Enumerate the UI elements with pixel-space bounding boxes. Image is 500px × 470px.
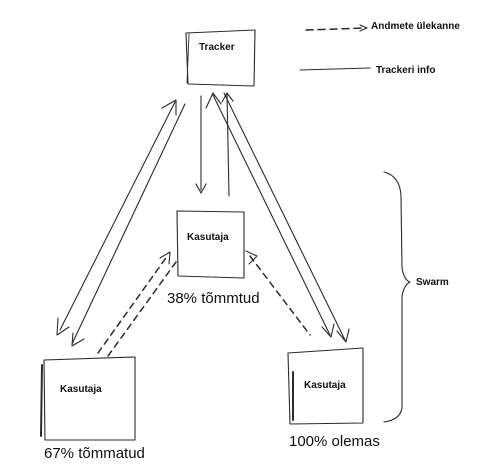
legend-solid-line	[299, 67, 371, 71]
user-middle-box	[176, 210, 245, 279]
swarm-brace	[383, 171, 411, 423]
user-left-label: Kasutaja	[60, 384, 102, 395]
data-left-middle	[97, 254, 169, 354]
user-left-box	[43, 356, 136, 441]
tracker-label: Tracker	[199, 42, 235, 53]
middle-to-tracker-arrow	[226, 93, 230, 197]
user-right-label: Kasutaja	[304, 380, 346, 391]
legend-data-transfer-label: Andmete ülekanne	[371, 21, 460, 32]
user-middle-label: Kasutaja	[187, 232, 229, 243]
user-left-status: 67% tõmmatud	[44, 445, 145, 462]
tracker-box	[185, 29, 256, 87]
user-right-box	[287, 347, 364, 425]
swarm-label: Swarm	[416, 277, 449, 288]
tracker-right-link	[212, 94, 331, 336]
data-right-middle	[249, 255, 311, 336]
legend-tracker-info-label: Trackeri info	[376, 65, 436, 76]
user-right-status: 100% olemas	[289, 433, 380, 450]
user-middle-status: 38% tõmmtud	[167, 290, 260, 307]
legend-dashed-line	[305, 27, 367, 31]
tracker-left-link	[59, 101, 176, 331]
